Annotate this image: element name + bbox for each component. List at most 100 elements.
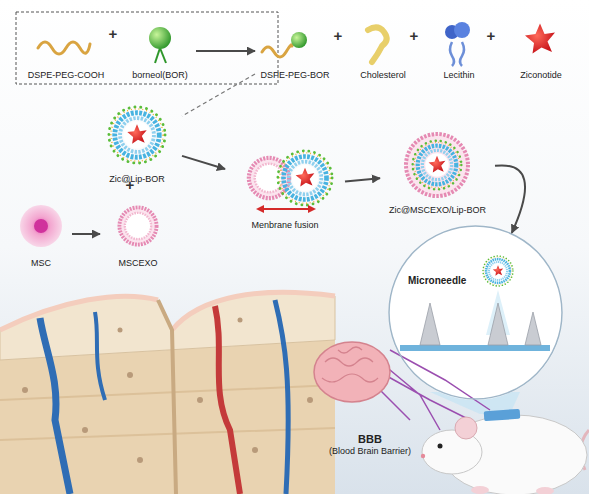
patch-particle	[483, 256, 513, 286]
needle	[420, 303, 440, 345]
text-holder: borneol(BOR)	[124, 22, 196, 80]
brain	[314, 342, 390, 402]
mouse-foot	[471, 486, 489, 494]
fusion-arrowhead	[256, 205, 264, 213]
mouse-patch	[484, 409, 521, 421]
mouse-foot	[536, 487, 554, 494]
borneol-icon	[149, 27, 171, 63]
text-holder: BBB(Blood Brain Barrier)	[318, 428, 422, 462]
lecithin-tail	[460, 42, 464, 66]
text-holder: Zic@Lip-BOR	[92, 100, 182, 184]
liposome-particle	[109, 107, 165, 163]
patch-base	[400, 345, 550, 351]
circle-border	[389, 226, 562, 399]
plus-sign: +	[331, 28, 345, 43]
borneol-sphere	[291, 32, 307, 48]
tissue-cell	[82, 427, 88, 433]
node-text: Cholesterol	[360, 70, 406, 80]
borneol-stick	[160, 48, 166, 63]
ziconotide-icon	[525, 24, 555, 54]
component-node: DSPE-PEG-COOH	[22, 26, 110, 80]
dashed-frame	[16, 12, 278, 84]
component-node: Ziconotide	[505, 22, 577, 80]
text-holder: Microneedle	[388, 225, 563, 400]
text-holder: MSCEXO	[100, 200, 176, 268]
hybrid-membrane	[406, 134, 468, 196]
lecithin-head	[454, 22, 470, 38]
text-holder: Lecithin	[430, 22, 488, 80]
tissue-cell	[137, 457, 143, 463]
cholesterol-shape	[368, 27, 387, 62]
text-holder: MSC	[10, 200, 72, 268]
mouse-ear	[455, 417, 477, 439]
needle	[488, 303, 508, 345]
text-holder: Zic@MSCEXO/Lip-BOR	[380, 130, 495, 215]
text-holder: Cholesterol	[352, 22, 414, 80]
node-text: Zic@MSCEXO/Lip-BOR	[389, 205, 486, 215]
arrow-connector	[72, 233, 100, 235]
component-node: borneol(BOR)	[124, 22, 196, 80]
cell-node: MSC	[10, 200, 72, 268]
neural-network	[375, 350, 490, 430]
vein	[275, 300, 288, 494]
circle-outline	[388, 225, 563, 400]
hybrid-particle	[413, 141, 462, 190]
needle	[525, 312, 541, 345]
mouse-nose	[421, 454, 425, 458]
dspe-peg-cooh-icon	[38, 42, 90, 54]
text-holder: Ziconotide	[505, 22, 577, 80]
node-text: DSPE-PEG-COOH	[28, 70, 105, 80]
tissue-cell	[238, 318, 243, 323]
tissue-cell	[127, 372, 133, 378]
lecithin-icon	[445, 22, 470, 66]
tissue-layer	[0, 385, 335, 440]
plus-sign: +	[106, 26, 120, 41]
vein	[95, 312, 105, 400]
cell-nucleus	[34, 219, 48, 233]
exosome-particle	[119, 207, 156, 244]
vein	[40, 318, 70, 494]
brain-gyri	[322, 347, 378, 382]
fusion-arrowhead	[308, 205, 316, 213]
node-text: DSPE-PEG-BOR	[260, 70, 329, 80]
mouse-eye	[438, 444, 443, 449]
exosome-node: MSCEXO	[100, 200, 176, 268]
node-text: Menbrane fusion	[251, 220, 318, 230]
tissue-cell	[307, 397, 313, 403]
node-text: MSC	[31, 258, 51, 268]
zoom-fill	[388, 225, 563, 400]
cholesterol-icon	[368, 27, 387, 62]
component-node: DSPE-PEG-BOR	[255, 22, 335, 80]
arrow-connector	[196, 50, 255, 52]
borneol-sphere	[149, 27, 171, 49]
arrow-connector	[345, 178, 380, 181]
node-text: Zic@Lip-BOR	[109, 174, 165, 184]
node-text: Lecithin	[443, 70, 474, 80]
bbb-label-node: BBB(Blood Brain Barrier)	[318, 428, 422, 462]
plus-sign: +	[484, 28, 498, 43]
tissue-cell	[197, 397, 203, 403]
plus-sign: +	[123, 177, 137, 192]
tissue-cell	[118, 328, 123, 333]
fusion-node: Menbrane fusion	[225, 145, 345, 230]
particle-node: Zic@MSCEXO/Lip-BOR	[380, 130, 495, 215]
node-text: Microneedle	[408, 275, 466, 287]
tissue-cells	[22, 318, 313, 464]
component-node: Lecithin	[430, 22, 488, 80]
borneol-stick	[155, 48, 160, 63]
text-holder: DSPE-PEG-COOH	[22, 26, 110, 80]
fissure	[158, 300, 176, 494]
dspe-peg-bor-icon	[262, 32, 307, 57]
peg-chain	[262, 45, 292, 57]
node-text: BBB	[358, 433, 382, 446]
node-text: MSCEXO	[118, 258, 157, 268]
tissue-cell	[22, 387, 28, 393]
particle-node: Zic@Lip-BOR	[92, 100, 182, 184]
msc-cell	[20, 205, 62, 247]
text-holder: DSPE-PEG-BOR	[255, 22, 335, 80]
component-node: Cholesterol	[352, 22, 414, 80]
lecithin-tail	[450, 42, 454, 66]
fusion-liposome	[278, 151, 332, 205]
